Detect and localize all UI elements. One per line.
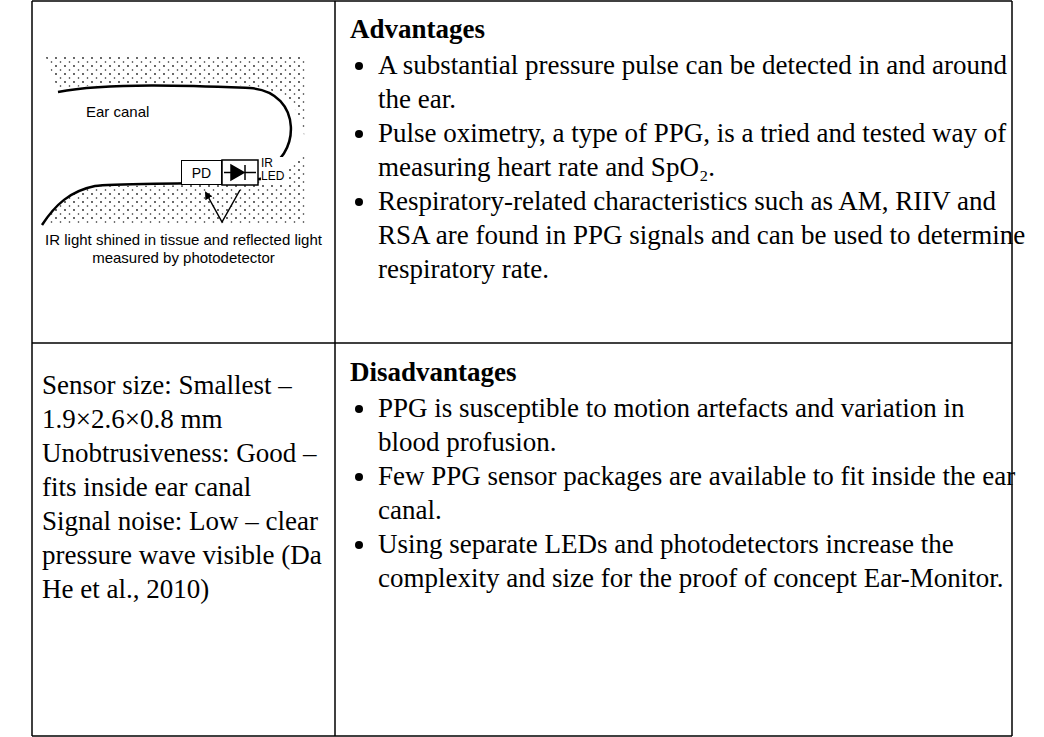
region-label: Ear canal bbox=[86, 103, 149, 121]
bullet-item: Respiratory-related characteristics such… bbox=[378, 184, 1026, 286]
diode-symbol bbox=[224, 165, 256, 180]
bullet-list: PPG is susceptible to motion artefacts a… bbox=[352, 391, 1026, 595]
bullet-item: PPG is susceptible to motion artefacts a… bbox=[378, 391, 1026, 459]
table-rules bbox=[32, 1, 1012, 736]
bullet-text: Using separate LEDs and photodetectors i… bbox=[378, 529, 1004, 593]
bullet-text: Respiratory-related characteristics such… bbox=[378, 186, 1025, 284]
box-label: PD bbox=[192, 166, 211, 180]
led-box bbox=[222, 160, 258, 185]
bullet-item: A substantial pressure pulse can be dete… bbox=[378, 48, 1026, 116]
bullet-text: Few PPG sensor packages are available to… bbox=[378, 461, 1015, 525]
cell-heading: Advantages bbox=[350, 12, 485, 46]
spec-list: Sensor size: Smallest – 1.9×2.6×0.8 mmUn… bbox=[42, 368, 328, 606]
spec-item: Signal noise: Low – clear pressure wave … bbox=[42, 504, 328, 606]
bullet-item: Few PPG sensor packages are available to… bbox=[378, 459, 1026, 527]
figure-caption: IR light shined in tissue and reflected … bbox=[40, 231, 327, 267]
cell-heading: Disadvantages bbox=[350, 355, 517, 389]
tissue-texture bbox=[45, 55, 305, 140]
sensor-box: PD bbox=[181, 160, 222, 185]
ear-canal-wall bbox=[58, 86, 291, 171]
bullet-text: Pulse oximetry, a type of PPG, is a trie… bbox=[378, 118, 1006, 182]
bullet-item: Using separate LEDs and photodetectors i… bbox=[378, 527, 1026, 595]
spec-item: Unobtrusiveness: Good – fits inside ear … bbox=[42, 436, 328, 504]
bullet-item: Pulse oximetry, a type of PPG, is a trie… bbox=[378, 116, 1026, 184]
tissue-texture bbox=[42, 150, 306, 224]
bullet-text: PPG is susceptible to motion artefacts a… bbox=[378, 393, 964, 457]
light-path-arrow bbox=[206, 190, 240, 222]
bullet-list: A substantial pressure pulse can be dete… bbox=[352, 48, 1026, 286]
spec-item: Sensor size: Smallest – 1.9×2.6×0.8 mm bbox=[42, 368, 328, 436]
bullet-text: A substantial pressure pulse can be dete… bbox=[378, 50, 1007, 114]
part-label: IR LED bbox=[261, 157, 289, 183]
